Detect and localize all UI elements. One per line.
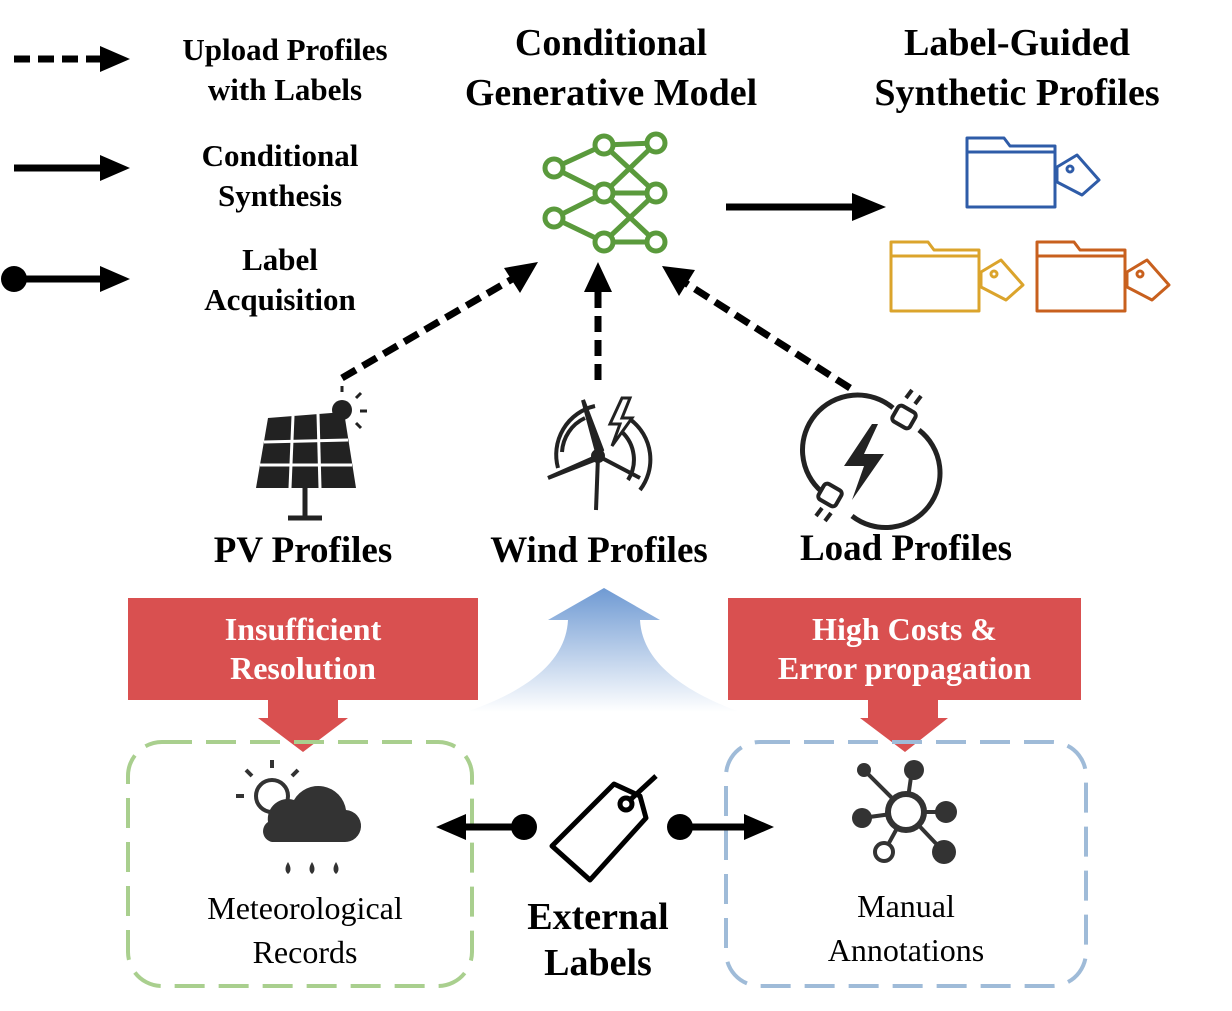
wind-profiles-label: Wind Profiles bbox=[490, 530, 708, 571]
problem-block-right bbox=[728, 598, 1081, 752]
wind-turbine-icon bbox=[547, 396, 653, 511]
weather-icon bbox=[236, 760, 362, 874]
folder-tag-icon-yellow bbox=[889, 240, 1025, 313]
acquisition-arrow-right bbox=[667, 814, 774, 840]
legend-dot-arrow bbox=[1, 266, 130, 292]
pv-profiles-label: PV Profiles bbox=[213, 530, 393, 571]
folder-tag-icon-blue bbox=[965, 136, 1101, 209]
acquisition-arrow-left bbox=[436, 814, 537, 840]
load-plug-icon bbox=[800, 388, 943, 531]
upward-gradient-arrow bbox=[466, 588, 740, 712]
problem-block-left bbox=[128, 598, 478, 752]
manual-box bbox=[724, 740, 1088, 988]
tag-icon bbox=[549, 774, 658, 883]
network-hub-icon bbox=[852, 760, 957, 864]
legend-solid-arrow bbox=[14, 155, 130, 181]
legend-dashed-arrow bbox=[14, 46, 130, 72]
solar-panel-icon bbox=[256, 386, 367, 521]
load-profiles-label: Load Profiles bbox=[799, 528, 1013, 569]
meteo-box bbox=[126, 740, 474, 988]
neural-network-icon bbox=[542, 131, 668, 254]
problem-right-text: High Costs &Error propagation bbox=[777, 611, 1032, 686]
upload-arrow-pv bbox=[340, 262, 538, 382]
folder-tag-icon-orange bbox=[1035, 240, 1171, 313]
upload-arrow-wind bbox=[584, 262, 612, 380]
upload-arrow-load bbox=[662, 266, 852, 391]
synthesis-arrow bbox=[726, 193, 886, 221]
